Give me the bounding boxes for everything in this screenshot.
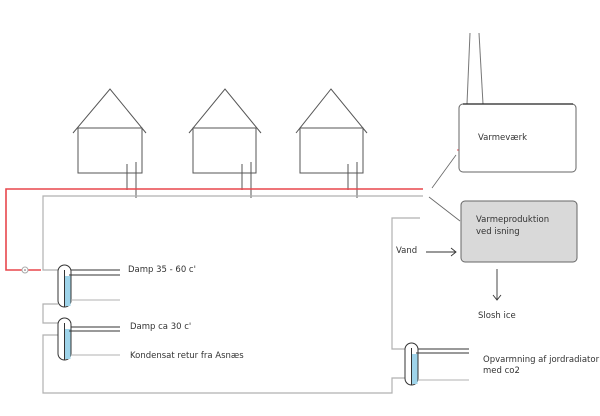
ice-heat-production-label-1: Varmeproduktion <box>476 215 550 225</box>
heat-exchanger-3 <box>404 342 469 386</box>
house-roof <box>188 88 262 134</box>
house-roof <box>295 88 368 134</box>
exchanger-link <box>42 303 58 324</box>
house-body <box>299 127 364 174</box>
slush-ice-label: Slosh ice <box>478 311 516 321</box>
water-label: Vand <box>396 246 418 256</box>
chimney-left <box>466 32 471 105</box>
steam-low-label: Damp ca 30 c' <box>130 322 192 332</box>
ground-radiator-return <box>42 334 405 394</box>
house-1 <box>72 88 147 198</box>
connector-to-ice <box>428 196 461 222</box>
district-heating-plant <box>458 32 577 173</box>
house-3 <box>295 88 368 198</box>
return-pipe <box>42 195 423 271</box>
chimney-right <box>478 32 484 105</box>
ice-heat-production <box>460 200 578 263</box>
district-heating-plant-label: Varmeværk <box>478 133 528 143</box>
ground-radiator-supply <box>391 217 420 350</box>
ground-radiator-label-2: med co2 <box>483 366 520 376</box>
condensate-return-label: Kondensat retur fra Asnæs <box>130 351 244 361</box>
slush-ice-arrow <box>492 269 502 301</box>
steam-high-label: Damp 35 - 60 c' <box>128 265 196 275</box>
connector-to-plant <box>431 154 457 189</box>
supply-pipe <box>5 188 423 271</box>
ground-radiator-label-1: Opvarmning af jordradiator <box>483 355 600 365</box>
water-arrow <box>426 247 457 257</box>
house-body <box>192 127 257 174</box>
heat-exchanger-1 <box>57 264 120 308</box>
heat-exchanger-2 <box>57 317 120 361</box>
ice-heat-production-label-2: ved isning <box>476 227 520 237</box>
house-body <box>77 127 143 174</box>
house-roof <box>72 88 147 134</box>
house-2 <box>188 88 262 198</box>
